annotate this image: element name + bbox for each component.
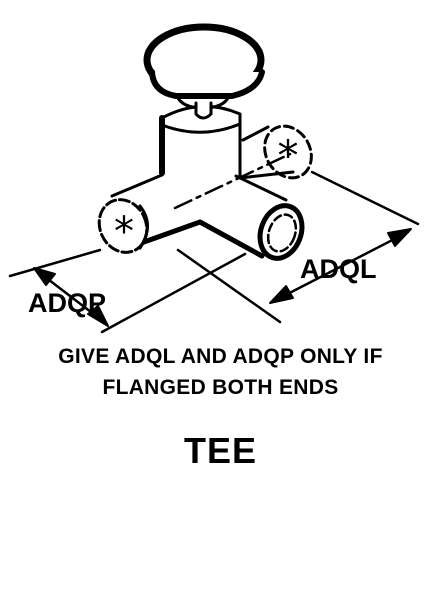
adqp-dimension-line	[33, 267, 109, 327]
adql-label: ADQL	[300, 254, 377, 284]
adqp-label: ADQP	[28, 288, 106, 318]
adql-dimension-line	[269, 228, 412, 304]
run-centerline	[173, 152, 292, 210]
note-line-2: FLANGED BOTH ENDS	[102, 376, 339, 399]
adql-arrow-top	[387, 228, 412, 247]
right-flange	[257, 203, 305, 261]
marker-asterisk-left: *	[114, 209, 134, 255]
note-line-1: GIVE ADQL AND ADQP ONLY IF	[58, 345, 383, 368]
left-flange	[97, 198, 149, 254]
handwheel	[143, 23, 265, 120]
diagram-title: TEE	[183, 430, 257, 471]
stem-body	[159, 104, 242, 178]
marker-asterisk-back: *	[278, 131, 299, 180]
extension-lines	[8, 170, 420, 334]
adql-arrow-bottom	[269, 285, 294, 304]
adqp-arrow-top	[33, 267, 56, 286]
adqp-arrow-bottom	[87, 305, 109, 327]
